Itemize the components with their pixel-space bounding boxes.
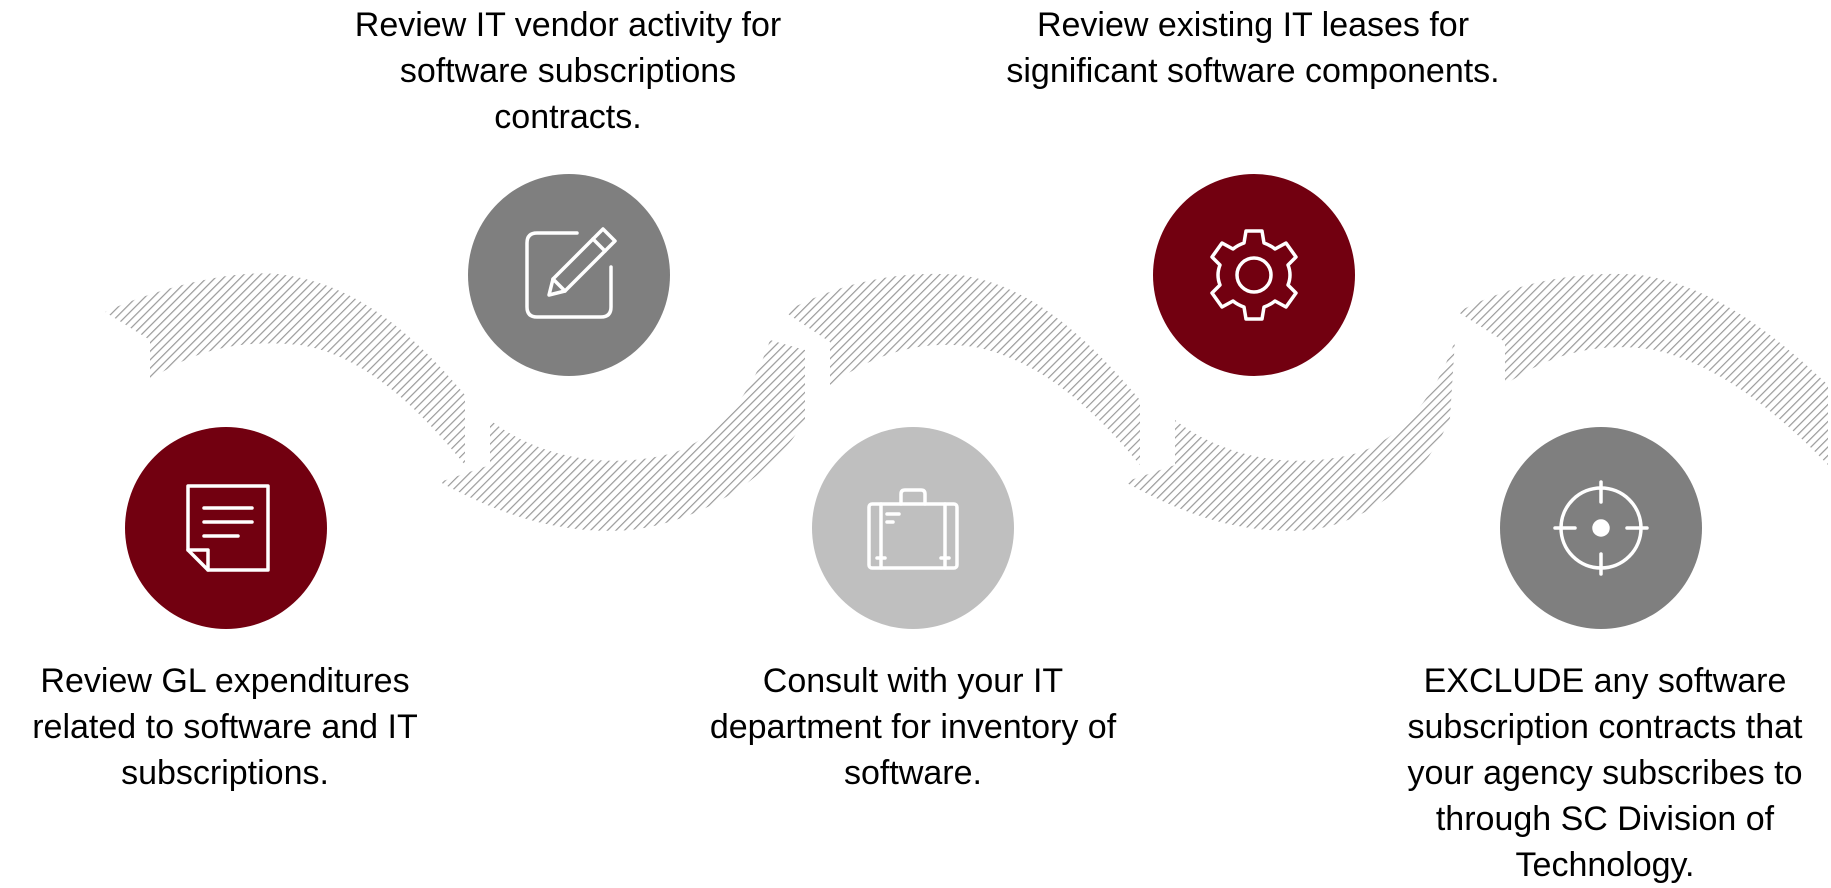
ribbon-segment-5: [1458, 273, 1828, 465]
step-1-circle: [125, 427, 327, 629]
step-2-text: Review IT vendor activity for software s…: [354, 6, 782, 136]
step-3-circle: [812, 427, 1014, 629]
step-5-text: EXCLUDE any software subscription contra…: [1407, 662, 1803, 884]
target-crosshair-icon: [1553, 480, 1649, 576]
briefcase-icon: [867, 488, 959, 570]
ribbon-segment-1: [105, 273, 465, 465]
ribbon-segment-3: [785, 273, 1140, 465]
document-icon: [186, 484, 270, 572]
step-3-text: Consult with your IT department for inve…: [709, 662, 1117, 792]
edit-pencil-icon: [525, 227, 617, 319]
step-5-circle: [1500, 427, 1702, 629]
ribbon-segment-2: [440, 340, 805, 531]
step-4-circle: [1153, 174, 1355, 376]
gear-icon: [1210, 229, 1298, 321]
step-2-circle: [468, 174, 670, 376]
ribbon-segment-4: [1125, 340, 1455, 531]
step-1-text: Review GL expenditures related to softwa…: [32, 662, 418, 792]
step-4-text: Review existing IT leases for significan…: [1006, 6, 1500, 90]
